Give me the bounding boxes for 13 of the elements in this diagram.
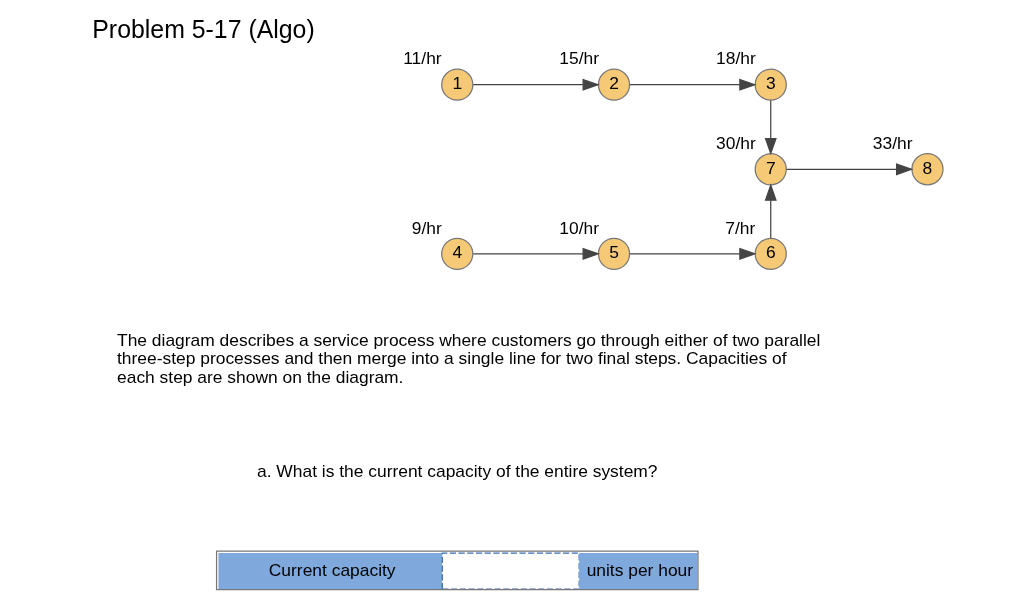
label: a. What is the current capacity of the entire system? xyxy=(257,460,658,481)
label: Current capacity xyxy=(268,559,396,580)
diagram-title: Problem 5-17 (Algo) xyxy=(92,15,315,44)
node-label: 11/hr xyxy=(403,48,442,69)
label: units per hour xyxy=(586,559,694,580)
node-label: 9/hr xyxy=(411,217,442,238)
node-label: 18/hr xyxy=(716,48,756,69)
node-label: 10/hr xyxy=(559,217,600,238)
node-label: 33/hr xyxy=(872,133,913,153)
node-label: 30/hr xyxy=(716,133,756,153)
label: The diagram describes a service process where customers go through either of two parallel three-step processes and then merge into a single line for two final steps. Capacities of each step are shown on the diagram. xyxy=(117,329,821,387)
node-label: 7/hr xyxy=(725,217,756,238)
node-label: 15/hr xyxy=(559,48,600,69)
